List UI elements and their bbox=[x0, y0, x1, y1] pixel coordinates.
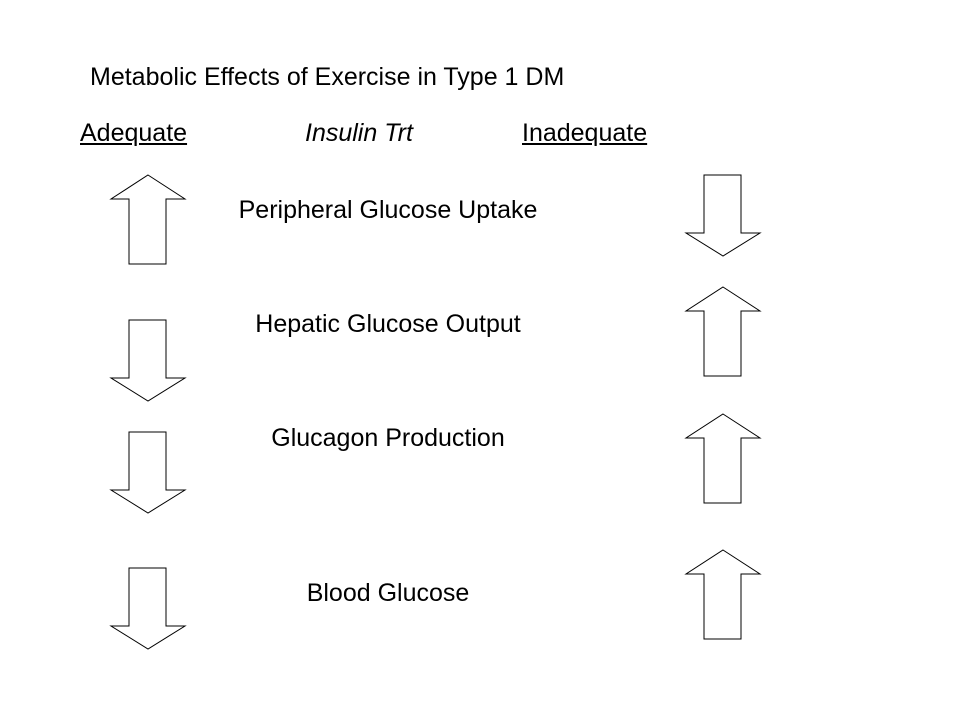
adequate-arrow-row-3 bbox=[109, 431, 187, 514]
column-header-adequate: Adequate bbox=[80, 119, 188, 147]
adequate-arrow-row-1 bbox=[109, 174, 187, 265]
row-label-glucagon-production: Glucagon Production bbox=[271, 424, 505, 452]
row-label-peripheral-glucose-uptake: Peripheral Glucose Uptake bbox=[238, 196, 538, 224]
slide-title: Metabolic Effects of Exercise in Type 1 … bbox=[90, 63, 565, 91]
row-label-hepatic-glucose-output: Hepatic Glucose Output bbox=[255, 310, 521, 338]
inadequate-arrow-row-1 bbox=[684, 174, 762, 257]
adequate-arrow-row-2 bbox=[109, 319, 187, 402]
inadequate-arrow-row-2 bbox=[684, 286, 762, 377]
column-header-insulin-trt: Insulin Trt bbox=[305, 119, 413, 147]
column-header-inadequate: Inadequate bbox=[522, 119, 648, 147]
inadequate-arrow-row-3 bbox=[684, 413, 762, 504]
inadequate-arrow-row-4 bbox=[684, 549, 762, 640]
row-label-blood-glucose: Blood Glucose bbox=[306, 579, 470, 607]
adequate-arrow-row-4 bbox=[109, 567, 187, 650]
